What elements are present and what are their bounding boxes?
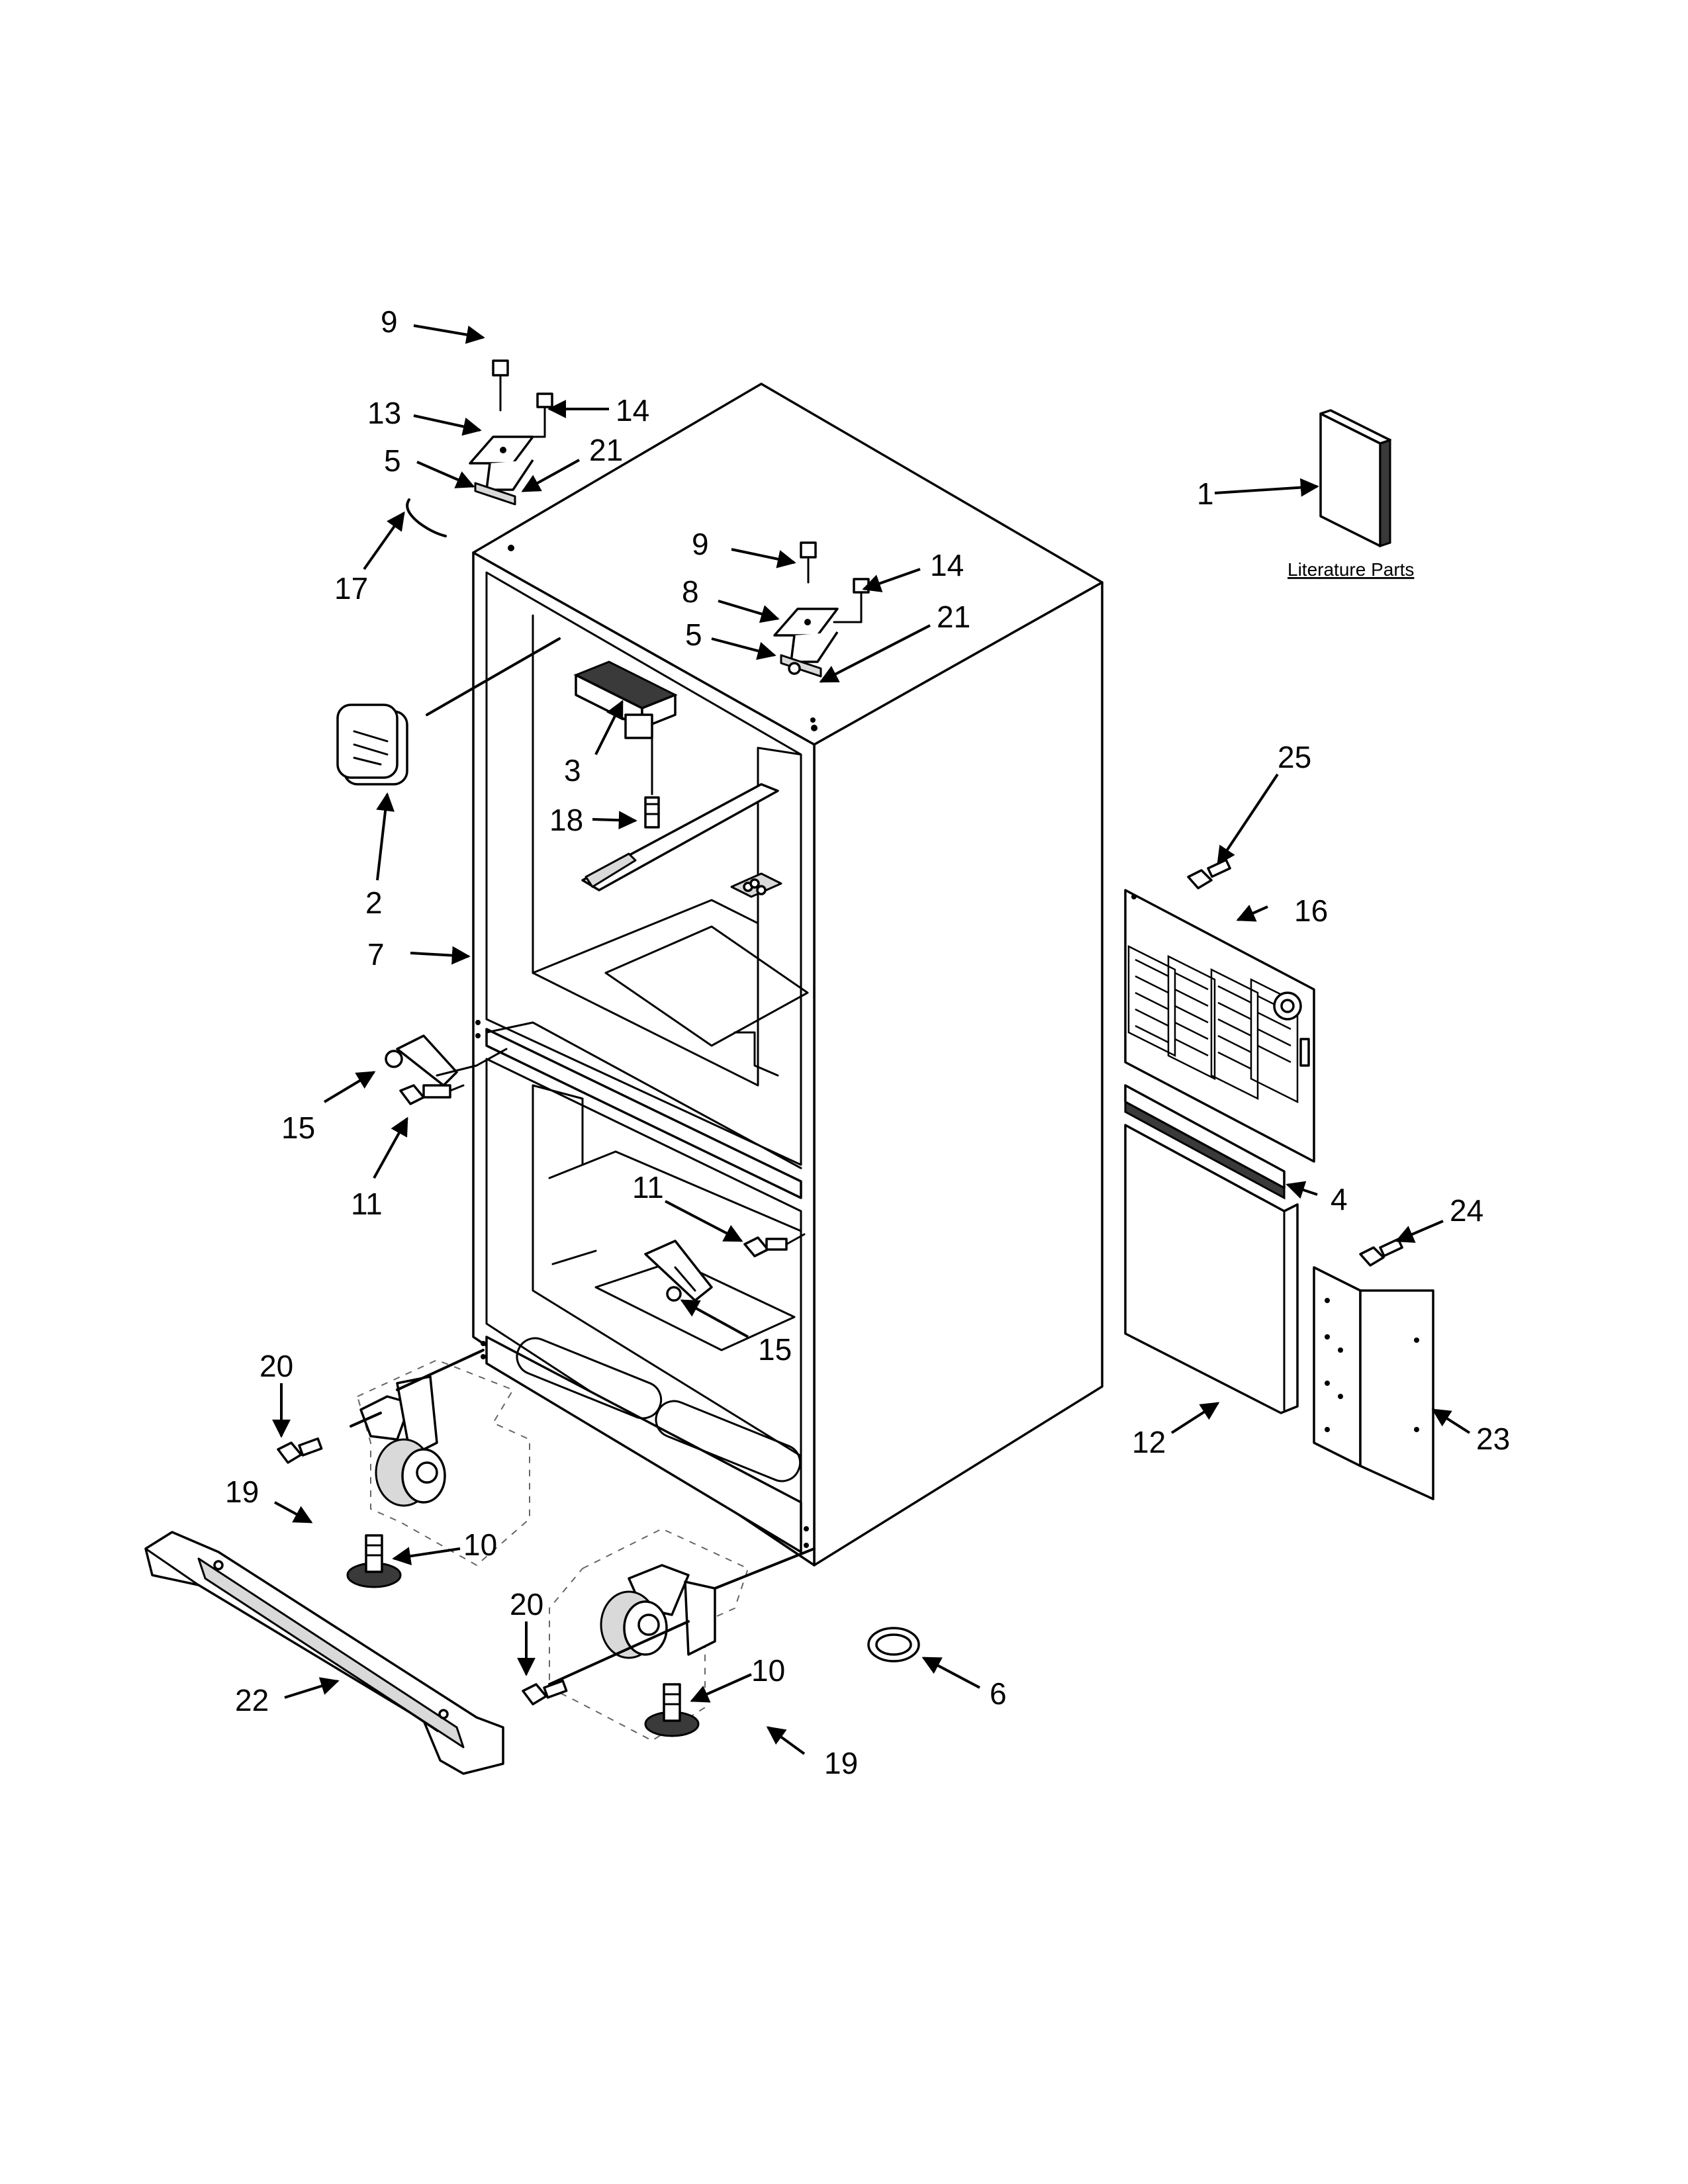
callout-7: 7: [367, 937, 385, 972]
screw-25: [1187, 858, 1231, 889]
center-hinge-left: [385, 1034, 508, 1105]
toe-grille: [144, 1531, 504, 1775]
callout-11-freezer: 11: [632, 1170, 664, 1205]
callout-20-left: 20: [259, 1349, 293, 1383]
callout-6: 6: [990, 1676, 1007, 1711]
roller-assembly-left: [277, 1359, 530, 1588]
top-left-hinge: [469, 359, 553, 506]
ring-grommet: [867, 1627, 920, 1662]
callout-12: 12: [1132, 1425, 1166, 1459]
literature-parts-label: Literature Parts: [1288, 559, 1414, 580]
callout-19-right: 19: [824, 1746, 858, 1780]
top-right-hinge: [773, 541, 870, 678]
callout-19-left: 19: [225, 1475, 259, 1509]
wire-harness: [406, 498, 447, 537]
callout-3: 3: [564, 753, 581, 788]
callout-21-upper-left: 21: [589, 433, 623, 467]
callout-15-left: 15: [281, 1111, 315, 1145]
rear-access-grille: [1124, 889, 1315, 1163]
callout-14-upper-left: 14: [616, 393, 649, 428]
callout-25: 25: [1278, 740, 1311, 774]
callout-14-right: 14: [930, 548, 964, 582]
callout-9-upper-left: 9: [381, 304, 398, 339]
callout-labels: 9 14 13 5 21 17 1 9 14 8 5 21 2 3 18 7 2…: [225, 304, 1510, 1780]
callout-18: 18: [549, 803, 583, 837]
shelf-rail: [581, 783, 782, 898]
callout-1: 1: [1197, 477, 1214, 511]
callout-15-freezer: 15: [758, 1332, 792, 1367]
literature-parts-icon: [1319, 409, 1391, 548]
callout-9-right: 9: [692, 527, 709, 561]
callout-13: 13: [367, 396, 401, 430]
freezer-screw: [743, 1233, 806, 1257]
callout-23: 23: [1476, 1422, 1510, 1456]
callout-24: 24: [1450, 1193, 1483, 1228]
callout-21-right: 21: [937, 600, 970, 634]
side-cover-panel: [1313, 1266, 1434, 1500]
callout-17: 17: [334, 571, 368, 606]
center-hinge-right: [644, 1240, 713, 1302]
callout-10-right: 10: [751, 1653, 785, 1688]
callout-5-right: 5: [685, 617, 702, 652]
callout-10-left: 10: [463, 1527, 497, 1562]
callout-22: 22: [235, 1683, 269, 1717]
callout-2: 2: [365, 886, 383, 920]
control-panel: [336, 704, 408, 786]
callout-5-upper-left: 5: [384, 443, 401, 478]
roller-assembly-right: [522, 1527, 749, 1742]
callout-4: 4: [1331, 1182, 1348, 1216]
screw-24: [1359, 1238, 1403, 1267]
callout-11-left: 11: [351, 1187, 383, 1221]
callout-20-right: 20: [510, 1587, 543, 1621]
callout-8: 8: [682, 574, 699, 609]
callout-arrows: [272, 324, 1471, 1755]
callout-16: 16: [1294, 893, 1328, 928]
